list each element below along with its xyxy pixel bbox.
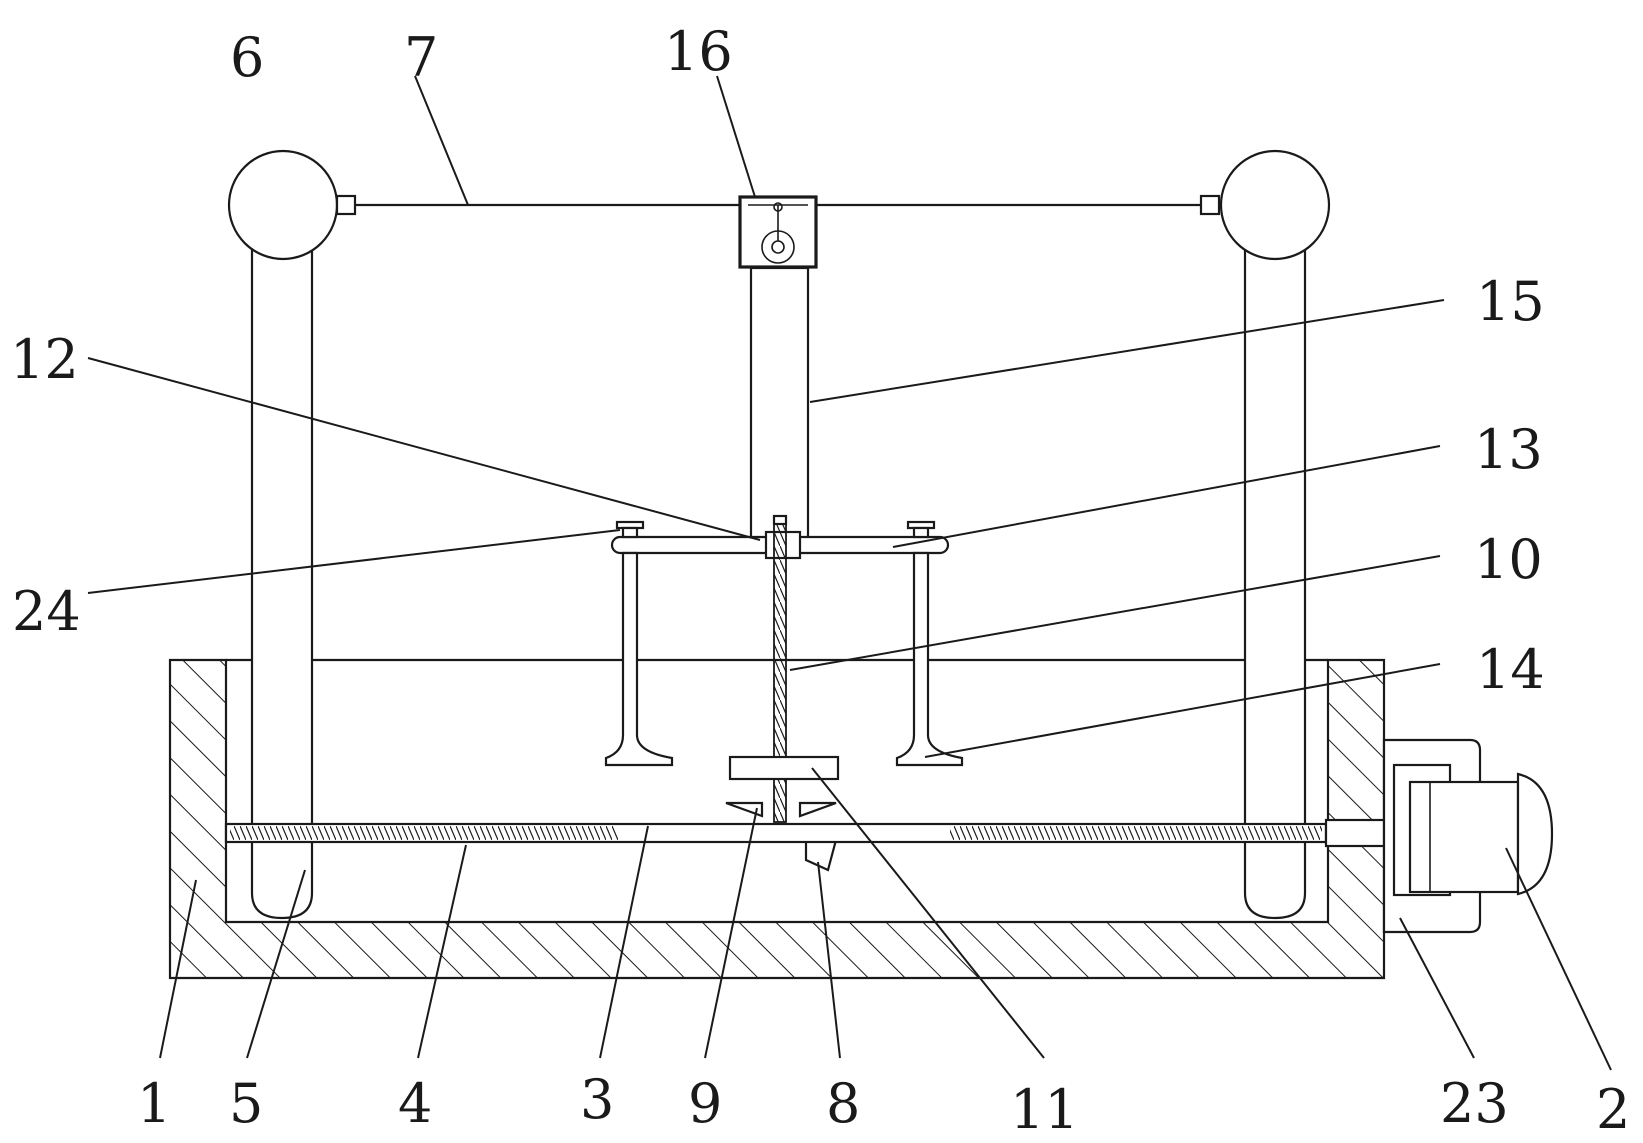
label-8: 8 — [826, 1072, 860, 1135]
label-12: 12 — [10, 328, 79, 391]
part-labels: 6 7 16 15 12 13 24 10 14 1 5 4 3 9 8 11 … — [10, 20, 1630, 1141]
right-stirring-rod — [895, 520, 964, 767]
label-16: 16 — [664, 20, 733, 83]
label-3: 3 — [580, 1068, 614, 1131]
label-1: 1 — [137, 1072, 171, 1135]
left-stirring-rod — [604, 520, 674, 767]
left-wheel — [227, 149, 339, 261]
motor-assembly — [1382, 738, 1554, 934]
label-6: 6 — [230, 26, 264, 89]
label-13: 13 — [1474, 418, 1543, 481]
label-2: 2 — [1596, 1078, 1630, 1141]
center-column — [749, 266, 810, 540]
leader-lines — [87, 75, 1612, 1071]
right-post — [1243, 246, 1307, 920]
slide-block — [728, 755, 840, 781]
label-4: 4 — [398, 1072, 432, 1135]
label-10: 10 — [1474, 528, 1543, 591]
label-15: 15 — [1476, 270, 1545, 333]
label-9: 9 — [688, 1072, 722, 1135]
label-11: 11 — [1010, 1078, 1079, 1141]
label-5: 5 — [229, 1072, 263, 1135]
right-wheel — [1219, 149, 1331, 261]
pulley-box — [738, 195, 818, 269]
left-post — [250, 246, 314, 920]
label-23: 23 — [1440, 1072, 1509, 1135]
threaded-shaft — [224, 818, 1386, 848]
top-cable — [335, 194, 1221, 216]
label-24: 24 — [12, 580, 81, 643]
label-7: 7 — [404, 26, 438, 89]
label-14: 14 — [1476, 638, 1545, 701]
central-screw — [772, 514, 788, 823]
bevel-gears — [725, 801, 838, 872]
